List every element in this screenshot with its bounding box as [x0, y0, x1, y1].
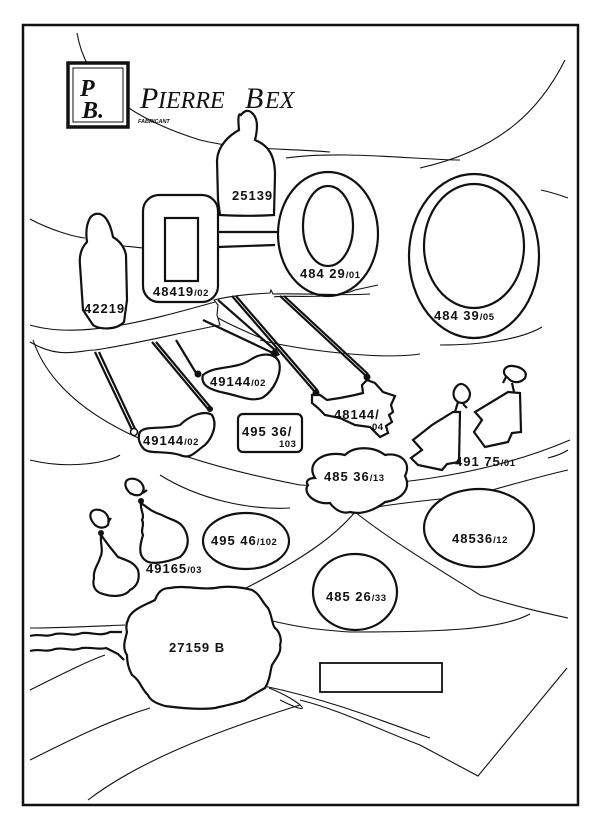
brand-name-last-initial: B: [245, 82, 263, 115]
ref-48536-13: 485 36/13: [324, 469, 384, 484]
monogram-box: [66, 61, 130, 129]
brand-logo: P B. P IERRE B EX FABRICANT: [66, 61, 296, 129]
ref-49144-left: 49144/02: [143, 433, 199, 448]
brooch-48536-12[interactable]: 48536/12: [422, 487, 536, 569]
frame-pendant-48419[interactable]: 48419/02: [141, 193, 277, 304]
plaque-49536[interactable]: 495 36/ 103: [236, 412, 304, 454]
ref-48419: 48419/02: [153, 284, 209, 299]
ref-48526: 485 26/33: [326, 589, 386, 604]
pendant-25139[interactable]: 25139: [215, 109, 277, 217]
brand-name-first: IERRE: [157, 88, 225, 114]
ref-27159B: 27159 B: [169, 640, 225, 655]
ring-48429[interactable]: 484 29/01: [273, 170, 380, 298]
ref-49536-suffix: 103: [279, 439, 296, 450]
ref-25139: 25139: [232, 188, 273, 203]
necklace-49144-left[interactable]: 49144/02: [94, 341, 216, 458]
brand-name-first-initial: P: [139, 82, 158, 115]
ref-49546: 495 46/102: [211, 533, 277, 548]
ring-48439[interactable]: 484 39/05: [407, 172, 541, 340]
ref-48144: 48144/: [334, 407, 380, 422]
brooch-48526[interactable]: 485 26/33: [311, 552, 399, 632]
ref-49165: 49165/03: [146, 561, 202, 576]
necklace-48144[interactable]: 48144/ 04: [231, 295, 397, 439]
ref-48439: 484 39/05: [434, 308, 495, 323]
ref-49536: 495 36/: [242, 424, 292, 439]
ref-48536-12: 48536/12: [452, 531, 508, 546]
ref-42219: 42219: [84, 301, 125, 316]
pendant-42219[interactable]: 42219: [78, 212, 129, 330]
monogram-bottom: B.: [81, 98, 104, 124]
monogram-top: P: [79, 76, 95, 102]
ref-49175: 491 75/01: [455, 454, 516, 469]
earrings-49165[interactable]: 49165/03: [89, 477, 202, 597]
ref-48144-suffix: 04: [372, 422, 384, 433]
brand-name-last: EX: [264, 88, 296, 114]
ref-49144-upper: 49144/02: [210, 374, 266, 389]
bracelet-27159B[interactable]: 27159 B: [29, 585, 282, 710]
necklace-49144-upper[interactable]: 49144/02: [175, 299, 281, 401]
earrings-49175[interactable]: 491 75/01: [409, 364, 527, 472]
ref-48429: 484 29/01: [300, 266, 361, 281]
label-box: [319, 662, 443, 693]
brooch-49546[interactable]: 495 46/102: [201, 511, 291, 571]
brand-subtitle: FABRICANT: [138, 119, 170, 125]
brooch-48536-13[interactable]: 485 36/13: [305, 447, 409, 514]
